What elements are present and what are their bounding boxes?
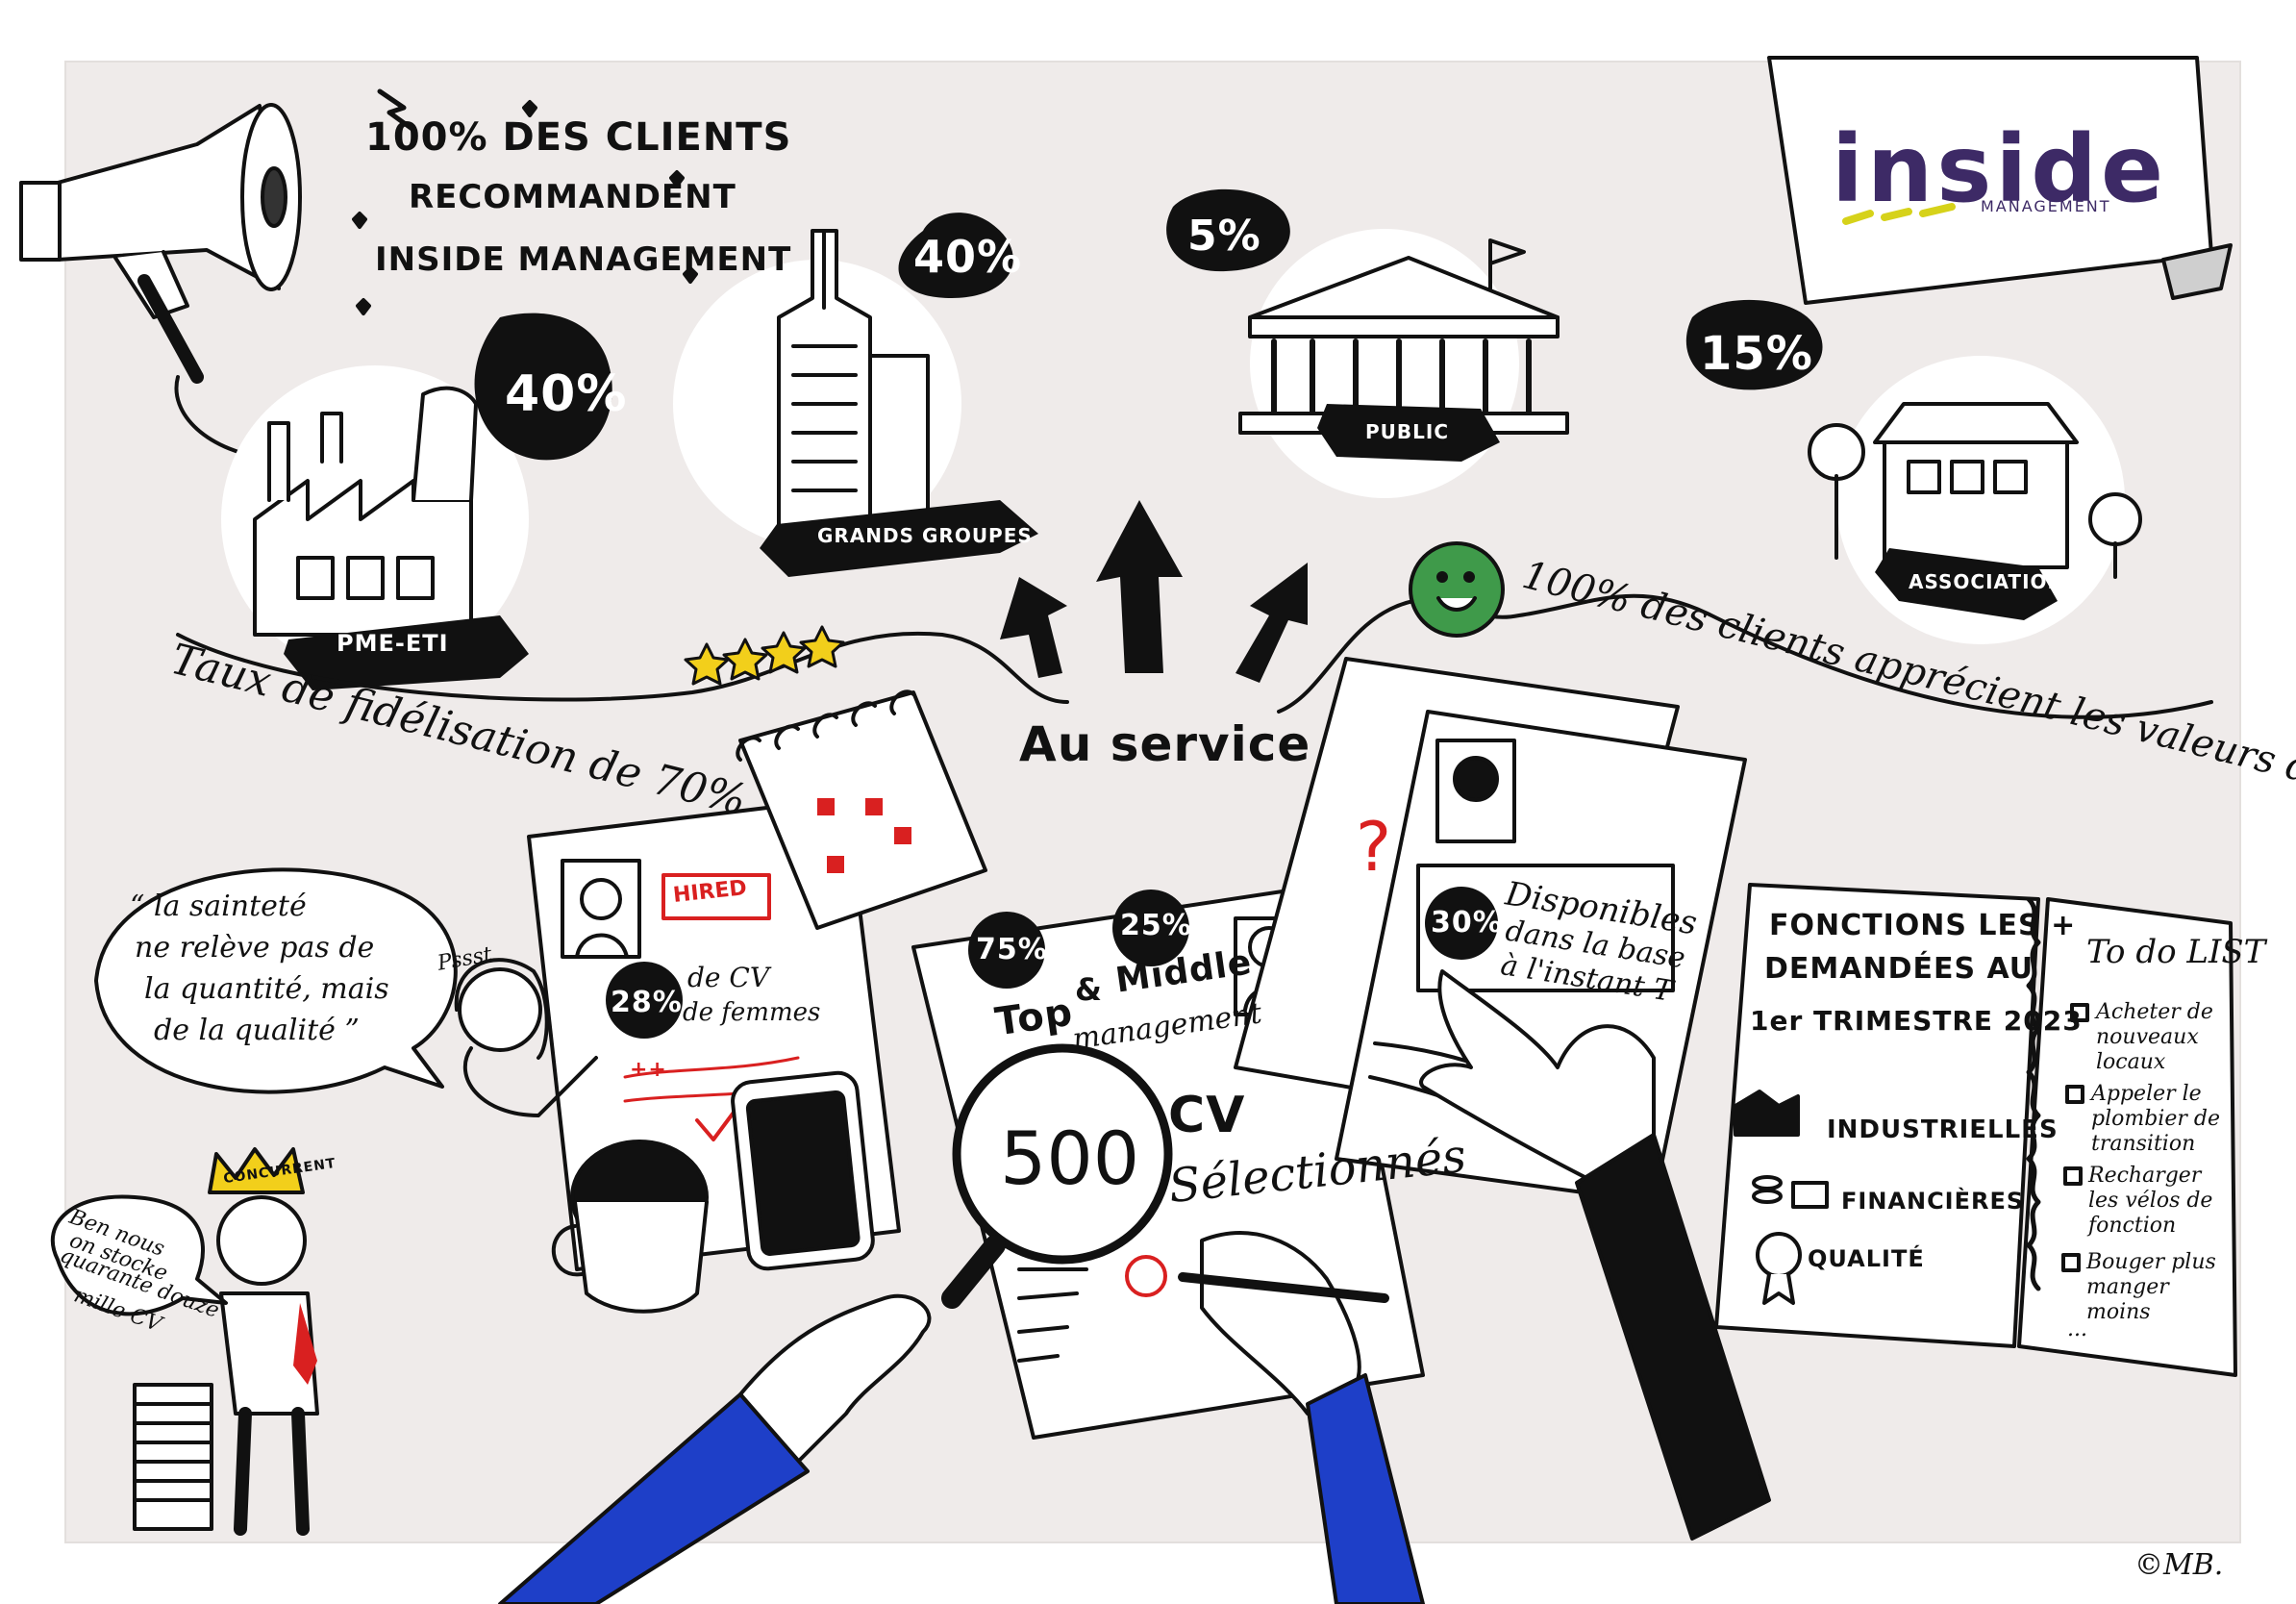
question-mark: ? xyxy=(1356,808,1392,887)
competitor-character-icon xyxy=(208,1147,319,1536)
label-associations: ASSOCIATIONS xyxy=(1909,570,2080,593)
todo-more: ... xyxy=(2067,1317,2087,1341)
quote-line-4: de la qualité ” xyxy=(154,1014,360,1047)
smartphone-icon xyxy=(731,1070,875,1271)
women-line-2: de femmes xyxy=(683,998,821,1027)
todo-item-3: Recharger les vélos de fonction xyxy=(2088,1164,2213,1238)
logo-subtitle: MANAGEMENT xyxy=(1981,197,2111,215)
pct-pme-eti: 40% xyxy=(505,365,628,423)
todo-item-4: Bouger plus manger moins xyxy=(2086,1250,2216,1324)
star-rating-icon xyxy=(684,625,845,686)
association-house-icon xyxy=(1808,402,2142,579)
headline-line-1: 100% DES CLIENTS xyxy=(365,115,792,160)
factory-small-icon xyxy=(1734,1090,1800,1137)
megaphone-icon xyxy=(19,88,416,462)
notebook-title-1: FONCTIONS LES + xyxy=(1769,909,2077,942)
paper-stack-icon xyxy=(133,1383,213,1531)
signature: ©MB. xyxy=(2134,1548,2224,1582)
todo-item-2: Appeler le plombier de transition xyxy=(2091,1082,2220,1156)
smiley-icon xyxy=(1409,541,1505,638)
au-service-text: Au service xyxy=(1019,716,1311,772)
magnifier-icon xyxy=(941,1043,1173,1309)
label-public: PUBLIC xyxy=(1365,420,1450,443)
quote-line-3: la quantité, mais xyxy=(144,972,389,1006)
quote-line-2: ne relève pas de xyxy=(135,931,375,965)
heart-icon xyxy=(352,100,698,315)
speech-bubble-40-pme xyxy=(474,313,612,461)
todo-item-1: Acheter de nouveaux locaux xyxy=(2096,1000,2213,1074)
notebook-title-2: DEMANDÉES AU xyxy=(1764,952,2034,986)
fidelisation-line xyxy=(176,631,1069,704)
notebook-title-3: 1er TRIMESTRE 2023 xyxy=(1750,1005,2083,1037)
appreciation-line xyxy=(1277,593,2213,719)
logo-sign xyxy=(1767,56,2233,305)
speech-bubble-5-public xyxy=(1166,188,1290,272)
middle-pct: 25% xyxy=(1120,909,1192,942)
award-ribbon-icon xyxy=(1756,1232,1802,1305)
function-qualite: QUALITÉ xyxy=(1808,1245,1925,1272)
banner-associations xyxy=(1875,548,2058,620)
todo-title: To do LIST xyxy=(2086,933,2266,971)
woman-character-icon xyxy=(454,958,598,1117)
pct-grands-groupes: 40% xyxy=(913,231,1023,283)
arrows-up-icon xyxy=(1000,500,1308,683)
skyscraper-icon xyxy=(777,229,930,540)
notebook-icon xyxy=(1714,883,2237,1377)
headline-line-2: RECOMMANDENT xyxy=(409,178,736,216)
coins-icon xyxy=(1752,1175,1829,1209)
function-industrielles: INDUSTRIELLES xyxy=(1827,1115,2059,1144)
pct-associations: 15% xyxy=(1700,327,1813,381)
banner-public xyxy=(1317,404,1500,462)
quote-line-1: “ la sainteté xyxy=(130,890,307,923)
speech-bubble-15-associations xyxy=(1685,299,1823,390)
pct-public: 5% xyxy=(1187,212,1261,261)
label-pme-eti: PME-ETI xyxy=(337,630,449,657)
women-pct: 28% xyxy=(611,986,683,1019)
dispo-pct: 30% xyxy=(1431,906,1503,940)
banner-pme-eti xyxy=(284,615,529,690)
selected-line-1: CV xyxy=(1168,1087,1246,1144)
banner-grands-groupes xyxy=(760,500,1038,577)
quote-bubble xyxy=(94,867,458,1094)
cv-count: 500 xyxy=(1000,1115,1140,1201)
amp-label: & xyxy=(1075,971,1103,1008)
function-financieres: FINANCIÈRES xyxy=(1841,1188,2025,1215)
label-grands-groupes: GRANDS GROUPES xyxy=(817,524,1033,547)
left-hand-icon xyxy=(498,1293,932,1604)
pointing-hand-icon xyxy=(1419,969,1771,1541)
hired-stamp xyxy=(661,873,771,920)
headline-line-3: INSIDE MANAGEMENT xyxy=(375,240,792,279)
logo-wordmark: inside xyxy=(1832,115,2168,223)
women-line-1: de CV xyxy=(687,962,770,993)
top-pct: 75% xyxy=(976,933,1048,966)
coffee-cup-icon xyxy=(551,1140,709,1314)
plus-marks: ++ xyxy=(630,1058,667,1082)
right-hand-icon xyxy=(1178,1231,1425,1604)
competitor-speech-bubble xyxy=(50,1194,228,1316)
speech-bubble-40-gg xyxy=(898,213,1013,298)
factory-icon xyxy=(253,386,478,637)
calendar-icon xyxy=(736,689,987,930)
